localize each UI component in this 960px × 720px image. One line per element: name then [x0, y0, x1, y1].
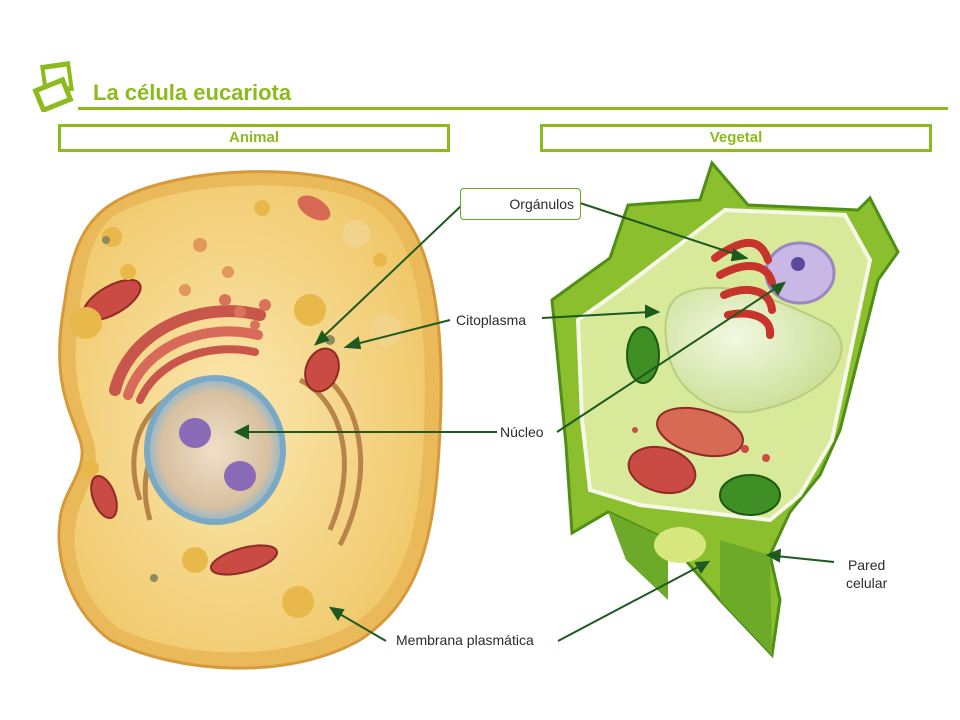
title-divider [78, 107, 948, 110]
logo-icon [32, 61, 74, 112]
plant-cell [550, 159, 900, 659]
page-title: La célula eucariota [93, 80, 292, 105]
label-pared-celular: Pared celular [846, 556, 887, 592]
panel-header-animal: Animal [58, 124, 450, 152]
animal-cell [57, 170, 443, 670]
label-citoplasma: Citoplasma [456, 312, 527, 328]
label-pared-line1: Pared [847, 557, 886, 573]
pointer-lines [233, 202, 835, 642]
panel-header-vegetal: Vegetal [540, 124, 932, 152]
label-pared-line2: celular [846, 575, 888, 591]
label-membrana-plasmatica: Membrana plasmática [396, 632, 534, 648]
label-nucleo: Núcleo [500, 424, 544, 440]
label-organulos: Orgánulos [460, 188, 581, 220]
